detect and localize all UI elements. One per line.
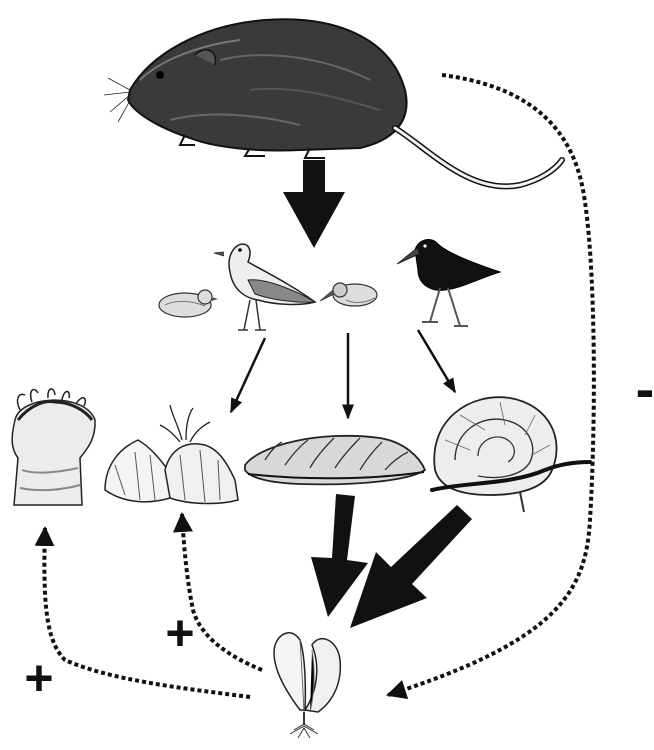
plus-sign-barnacles: + (165, 605, 194, 661)
snail-to-seaweed-arrow (350, 505, 472, 628)
seaweed-icon (274, 633, 340, 738)
chiton-icon (245, 436, 425, 485)
oystercatcher-icon (397, 239, 500, 326)
plus-sign-anemone: + (24, 650, 53, 706)
birds-to-barnacles-arrow (231, 338, 265, 412)
rat-icon (104, 19, 562, 186)
chiton-to-seaweed-arrow (311, 494, 368, 617)
sea-snail-icon (432, 397, 590, 512)
birds-to-snail-arrow (418, 330, 455, 392)
rat-to-seaweed-indirect-arrow (388, 75, 594, 695)
sea-anemone-icon (12, 389, 95, 505)
gull-icon (214, 244, 315, 330)
oystercatcher-chick-icon (320, 283, 377, 306)
barnacles-icon (105, 405, 238, 504)
minus-sign: - (636, 357, 654, 420)
seaweed-to-anemone-indirect-arrow (44, 528, 250, 697)
rat-to-birds-arrow (283, 160, 345, 248)
gull-chick-icon (159, 290, 218, 317)
